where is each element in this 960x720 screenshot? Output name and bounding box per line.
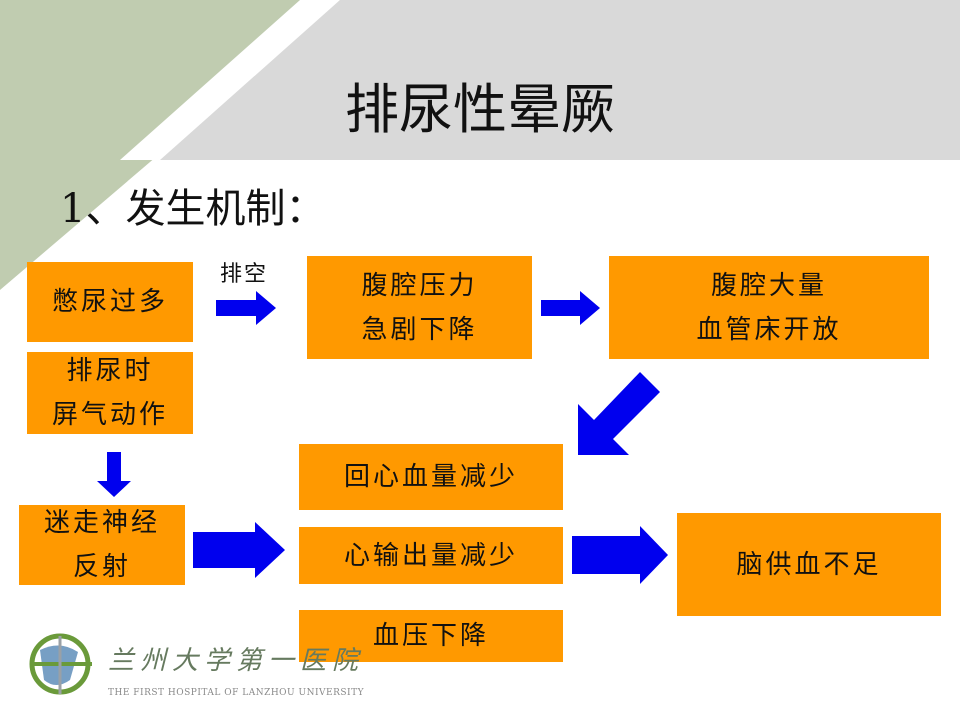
box-holding-urine: 憋尿过多 (27, 262, 193, 342)
box-breath-holding: 排尿时 屏气动作 (27, 352, 193, 434)
label-emptying: 排空 (220, 262, 269, 287)
slide-subtitle: 1、发生机制： (60, 186, 326, 232)
arrow-right-4 (572, 526, 668, 584)
slide-title: 排尿性晕厥 (345, 78, 615, 141)
arrow-down-left (578, 372, 660, 455)
box-venous-return: 回心血量减少 (299, 444, 563, 510)
arrow-right-1 (216, 291, 276, 325)
box-cardiac-output: 心输出量减少 (299, 527, 563, 584)
box-cerebral-blood: 脑供血不足 (677, 513, 941, 616)
arrow-down (97, 452, 131, 497)
white-diagonal-stripe (120, 0, 340, 160)
arrow-right-2 (541, 291, 600, 325)
box-abdominal-pressure: 腹腔压力 急剧下降 (307, 256, 532, 359)
box-vagal-reflex: 迷走神经 反射 (19, 505, 185, 585)
gray-header-band (160, 0, 960, 160)
hospital-name-en: THE FIRST HOSPITAL OF LANZHOU UNIVERSITY (108, 688, 365, 698)
arrow-right-3 (193, 522, 285, 578)
hospital-name-cn: 兰州大学第一医院 (108, 646, 365, 676)
box-blood-pressure: 血压下降 (299, 610, 563, 662)
box-vascular-bed: 腹腔大量 血管床开放 (609, 256, 929, 359)
